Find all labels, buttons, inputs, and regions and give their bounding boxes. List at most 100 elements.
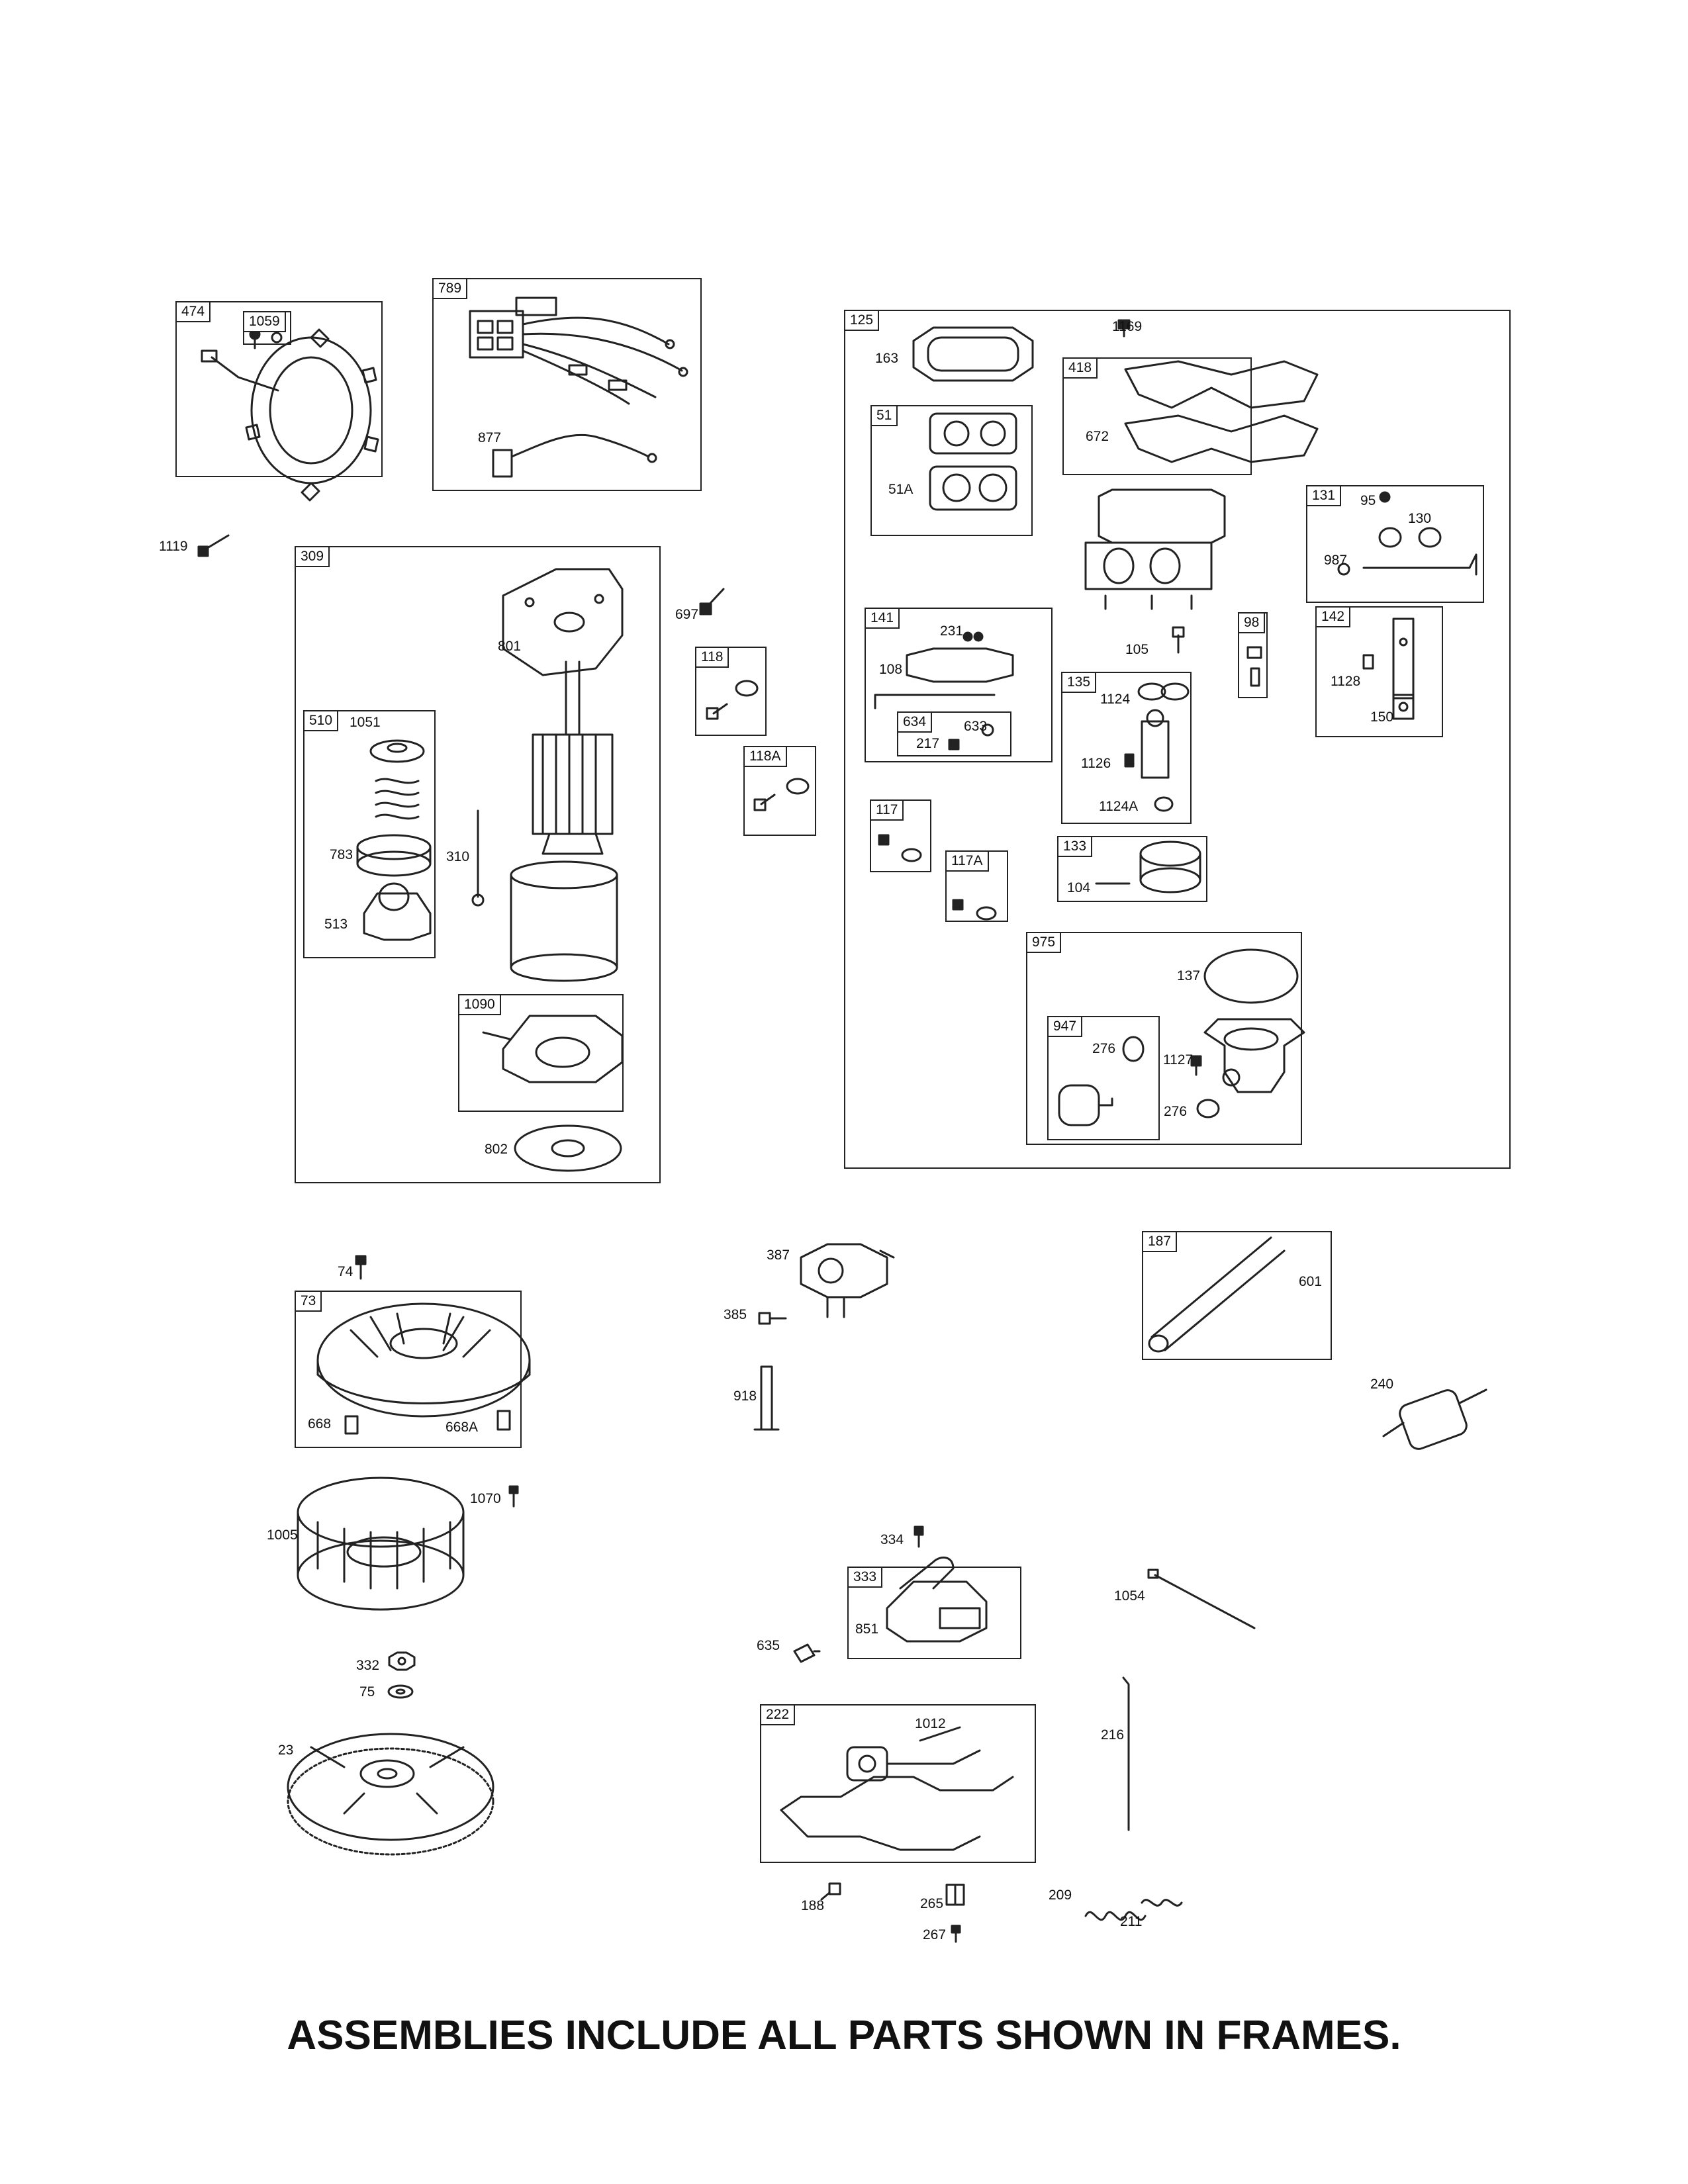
callout-23: 23 bbox=[278, 1743, 294, 1758]
callout-387: 387 bbox=[767, 1248, 790, 1263]
callout-987: 987 bbox=[1324, 553, 1348, 568]
frame-333-tag: 333 bbox=[849, 1568, 883, 1588]
bolt-310-drawing bbox=[471, 809, 485, 907]
screw-188-drawing bbox=[820, 1882, 841, 1901]
frame-51-tag: 51 bbox=[872, 406, 898, 426]
tie-1054-drawing bbox=[1147, 1569, 1256, 1629]
frame-789: 789 bbox=[432, 278, 702, 491]
callout-1127: 1127 bbox=[1163, 1052, 1194, 1068]
frame-133: 133 bbox=[1057, 836, 1207, 902]
part-133-drawing bbox=[1095, 841, 1201, 893]
callout-1070: 1070 bbox=[470, 1491, 501, 1506]
frame-789-tag: 789 bbox=[434, 279, 468, 299]
callout-697: 697 bbox=[675, 607, 699, 622]
callout-668: 668 bbox=[308, 1416, 332, 1432]
frame-510-tag: 510 bbox=[305, 711, 339, 731]
callout-51A: 51A bbox=[888, 482, 914, 497]
frame-73-tag: 73 bbox=[296, 1292, 322, 1312]
frame-474-tag: 474 bbox=[177, 302, 211, 322]
frame-141: 141 bbox=[865, 608, 1053, 762]
frame-118: 118 bbox=[695, 647, 767, 736]
drive-510-drawing bbox=[356, 739, 432, 941]
wire-877-drawing bbox=[492, 433, 657, 478]
callout-95: 95 bbox=[1360, 493, 1376, 508]
part-947-drawing bbox=[1058, 1036, 1145, 1126]
callout-1012: 1012 bbox=[915, 1716, 946, 1731]
frame-118A-tag: 118A bbox=[745, 747, 787, 767]
callout-1005: 1005 bbox=[267, 1527, 298, 1543]
flywheel-23-drawing bbox=[287, 1733, 494, 1856]
frame-133-tag: 133 bbox=[1058, 837, 1093, 857]
frame-135-tag: 135 bbox=[1062, 673, 1097, 693]
part-105-drawing bbox=[1172, 626, 1185, 654]
callout-672: 672 bbox=[1086, 429, 1109, 444]
frame-333: 333 bbox=[847, 1567, 1021, 1659]
frame-947: 947 bbox=[1047, 1016, 1160, 1140]
frame-309: 309 bbox=[295, 546, 661, 1183]
frame-1059-tag: 1059 bbox=[244, 312, 286, 332]
washer-75-drawing bbox=[387, 1684, 414, 1699]
callout-1119: 1119 bbox=[159, 539, 188, 554]
screw-118-drawing bbox=[706, 680, 759, 720]
callout-188: 188 bbox=[801, 1898, 825, 1913]
bracket-801-drawing bbox=[502, 568, 624, 676]
frame-222-tag: 222 bbox=[761, 1706, 796, 1725]
callout-265: 265 bbox=[920, 1896, 944, 1911]
screw-1127-drawing bbox=[1190, 1055, 1202, 1076]
callout-108: 108 bbox=[879, 662, 903, 677]
callout-1126: 1126 bbox=[1081, 756, 1111, 771]
part-117-drawing bbox=[878, 834, 922, 862]
assemblies-note: ASSEMBLIES INCLUDE ALL PARTS SHOWN IN FR… bbox=[287, 2013, 1401, 2058]
callout-851: 851 bbox=[855, 1621, 879, 1637]
frame-1090: 1090 bbox=[458, 994, 624, 1112]
frame-634: 634 bbox=[897, 711, 1011, 756]
callout-1051: 1051 bbox=[350, 715, 381, 730]
part-265-drawing bbox=[945, 1884, 965, 1906]
part-117A-drawing bbox=[952, 899, 997, 921]
gasket-51-drawing bbox=[929, 412, 1017, 511]
frame-117A-tag: 117A bbox=[947, 852, 989, 872]
callout-1169: 1169 bbox=[1112, 319, 1143, 334]
gasket-672-drawing bbox=[1124, 360, 1319, 463]
frame-98: 98 bbox=[1238, 612, 1268, 698]
carburetor-drawing bbox=[1084, 488, 1226, 610]
screw-1119-drawing bbox=[197, 534, 230, 557]
housing-drawing bbox=[510, 860, 618, 982]
frame-947-tag: 947 bbox=[1049, 1017, 1083, 1037]
gasket-163-drawing bbox=[912, 326, 1034, 382]
frame-73: 73 bbox=[295, 1291, 522, 1448]
callout-216: 216 bbox=[1101, 1727, 1125, 1743]
housing-975-drawing bbox=[1203, 1018, 1305, 1093]
frame-309-tag: 309 bbox=[296, 547, 330, 567]
stator-474-drawing bbox=[201, 328, 379, 502]
frame-222: 222 bbox=[760, 1704, 1036, 1863]
callout-105: 105 bbox=[1125, 642, 1149, 657]
screw-1169-drawing bbox=[1117, 319, 1131, 338]
callout-1128: 1128 bbox=[1331, 674, 1361, 689]
frame-131-tag: 131 bbox=[1307, 486, 1342, 506]
frame-117: 117 bbox=[870, 799, 931, 872]
screw-1070-drawing bbox=[508, 1485, 519, 1508]
callout-137: 137 bbox=[1177, 968, 1201, 983]
callout-276b: 276 bbox=[1164, 1104, 1188, 1119]
callout-668A: 668A bbox=[445, 1420, 479, 1435]
screw-74-drawing bbox=[355, 1255, 367, 1280]
frame-1090-tag: 1090 bbox=[459, 995, 501, 1015]
frame-418-tag: 418 bbox=[1064, 359, 1098, 379]
part-668A-drawing bbox=[496, 1410, 511, 1431]
frame-187: 187 bbox=[1142, 1231, 1332, 1360]
frame-117A: 117A bbox=[945, 850, 1008, 922]
callout-783: 783 bbox=[330, 847, 353, 862]
pump-387-drawing bbox=[800, 1243, 895, 1318]
oring-276-drawing bbox=[1196, 1099, 1220, 1118]
callout-877: 877 bbox=[478, 430, 502, 445]
callout-513: 513 bbox=[324, 917, 348, 932]
ring-137-drawing bbox=[1203, 948, 1299, 1004]
frame-975-tag: 975 bbox=[1027, 933, 1062, 953]
armature-drawing bbox=[532, 660, 614, 855]
part-98-drawing bbox=[1246, 646, 1262, 687]
callout-130: 130 bbox=[1408, 511, 1432, 526]
frame-142: 142 bbox=[1315, 606, 1443, 737]
frame-510: 510 bbox=[303, 710, 436, 958]
